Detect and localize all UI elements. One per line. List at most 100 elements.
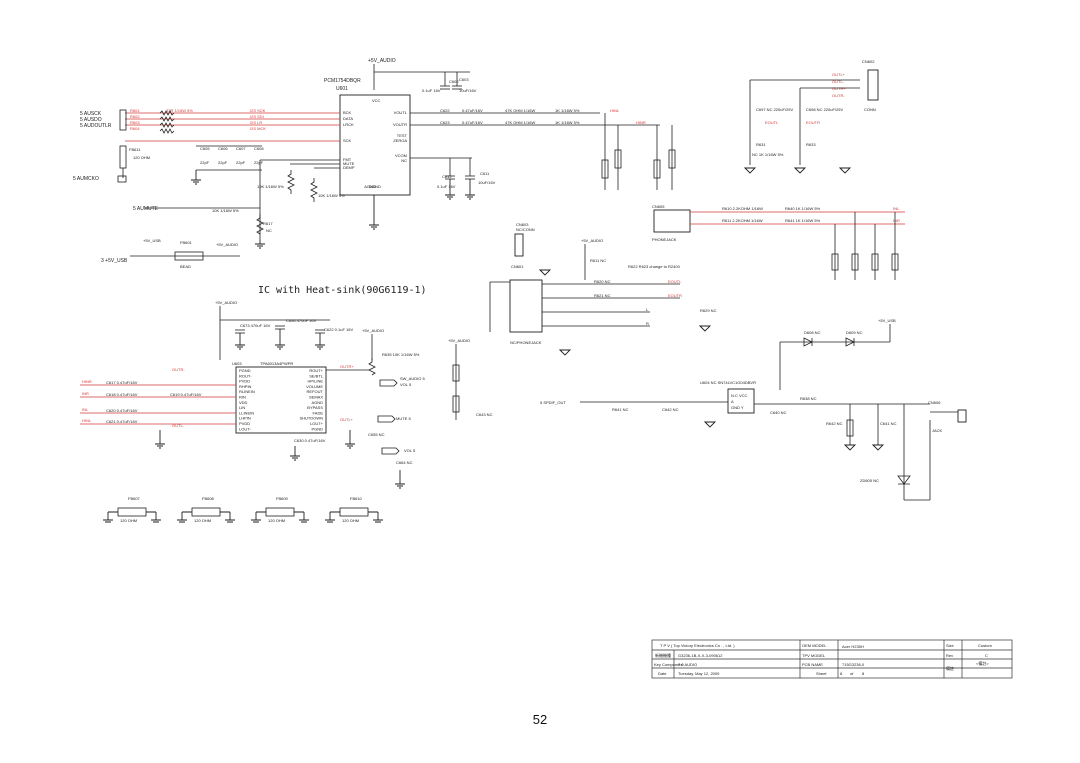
cn602-section: CN602 OUTL+OUTL-OUTR+OUTR- CONN C697 NC … (743, 59, 879, 174)
amp-r635: R635 10K 1/16W 5% (382, 352, 420, 357)
small-cap-val-c606: 22pF (218, 160, 228, 165)
dac-pin-demp: DEMP (343, 165, 355, 170)
amp-cap3: C622 0.1uF 16V (324, 327, 353, 332)
spdif-chip (727, 388, 755, 414)
amp-pin-fade-r8: FADE (313, 410, 324, 415)
ferrite-body-fb607 (117, 507, 147, 517)
input-usb: 3 +5V_USB (101, 258, 128, 264)
tb-sheet-label: Sheet (816, 671, 827, 676)
tb-pcb: 715G3236-0 (842, 662, 865, 667)
small-cap-c605: C605 (200, 146, 210, 151)
ferrite-val-fb608: 120 OHM (194, 518, 211, 523)
ferrite-ref-fb607: FB607 (128, 496, 141, 501)
amp-c655: C655 NC (368, 432, 385, 437)
amp-c630: C630 0.47uF/16V (294, 438, 326, 443)
res-series-1: R601 (130, 108, 140, 113)
zener-zd605 (897, 475, 911, 485)
usb-out-rail: +5V_AUDIO (216, 242, 238, 247)
amp-ctrl-mute: MUTE 5 (396, 416, 411, 421)
cn602-pin-1: OUTL- (832, 79, 845, 84)
spdif-r641: R641 NC (612, 407, 629, 412)
usb-filter: +5V_USB FB601 +5V_AUDIO BEAD (130, 238, 240, 269)
amp-cap-c621: C621 0.47uF/16V (106, 419, 138, 424)
amp-pin-vdd-6: VDD (239, 400, 248, 405)
cn602-net-eoutl: EOUTL (765, 120, 779, 125)
amp-net-inl: INL (82, 407, 89, 412)
amp-part: TPA6013A4PWPR (260, 361, 293, 366)
cn602-cap2: C698 NC 220uF/25V (806, 107, 843, 112)
tb-pcb-label: PCB NAME (802, 662, 823, 667)
cn603-net-r: R (646, 321, 649, 326)
dac-chip (339, 94, 411, 196)
ferrite-body-fb610 (339, 507, 369, 517)
amp-pin-volume-r3: VOLUME (306, 384, 323, 389)
amp-pin-rlinein-4: RLINEIN (239, 389, 255, 394)
spdif-ic: U604 NC SN74LVC1G04DBVR (700, 380, 756, 385)
c622-ref: C622 (440, 108, 450, 113)
cn605-ref: CN605 (652, 204, 665, 209)
amp-pin-rin-5: RIN (239, 395, 246, 400)
cn605-r2: R611 2.2KOHM 1/16W (722, 218, 763, 223)
input-aumcko: 5 AUMCKO (73, 176, 99, 182)
tb-key: 7.0 AUDIO (678, 662, 697, 667)
ferrite-ref-fb608: FB608 (202, 496, 215, 501)
amp-pin-lout--11: LOUT- (239, 426, 251, 431)
tb-sheet: 8 (840, 671, 843, 676)
amp-pin-pgnd-r11: PGND (311, 426, 323, 431)
cn601-ref: CN601 (511, 264, 524, 269)
amp-net-hinl: HINL (82, 418, 92, 423)
spdif-section: +5V_USB D608 NC D609 NC 5 SPDIF_OUT U604… (476, 318, 967, 501)
amp-net-outr-minus: OUTR- (172, 367, 185, 372)
ferrite-body-fb608 (191, 507, 221, 517)
cn602-pin-3: OUTR- (832, 93, 845, 98)
small-cap-c608: C608 (254, 146, 264, 151)
r617-val: NC (266, 228, 272, 233)
phonejack-section: CN605 PHONEJACK R610 2.2KOHM 1/16W R611 … (652, 204, 905, 280)
dac-pin-test: TEST (397, 133, 408, 138)
r607: 10K 1/16W 5% (212, 208, 239, 213)
amp-net-inr: INR (82, 391, 89, 396)
spdif-conn-label: JACK (932, 428, 943, 433)
small-cap-val-c605: 22pF (200, 160, 210, 165)
net-i2s-mck: I2S MCK (250, 126, 266, 131)
cn603-note: R622 R623 change to R2400 (628, 264, 681, 269)
spdif-r640: R642 NC (826, 421, 843, 426)
amp-chip (235, 366, 327, 434)
fb611-ref: FB611 (129, 147, 141, 152)
ferrite-wiring-fb609 (251, 511, 309, 523)
amp-right-pins: ROUT+SE/BTLHP/LINEVOLUMEREFOUTSEMAXAGNDB… (299, 368, 323, 431)
r621: 47K OHM 1/16W (505, 108, 535, 113)
amp-net-outl-minus: OUTL- (172, 423, 185, 428)
res-series-4: R604 (130, 126, 140, 131)
cn605-out-inr: INR (893, 218, 900, 223)
amp-right-rail: +5V_AUDIO (448, 338, 470, 343)
input-aumute: 5 AUMUTE (133, 206, 159, 212)
amp-ref: U603 (232, 361, 242, 366)
cn605-label: PHONEJACK (652, 237, 677, 242)
dac-pin-zeroa: ZEROA (393, 138, 407, 143)
dac-pin-sck: SCK (343, 138, 352, 143)
cn603-r629: R629 NC (700, 308, 717, 313)
net-i2s-lr: I2S LR (250, 120, 262, 125)
dac-ref: U601 (336, 86, 348, 92)
ferrite-val-fb607: 120 OHM (120, 518, 137, 523)
amp-pin-bypass-r7: BYPASS (307, 405, 323, 410)
c623-val: 0.47uF/16V (462, 120, 483, 125)
spdif-input: 5 SPDIF_OUT (540, 400, 566, 405)
tb-company: T P V ( Top Victory Electronics Co . , L… (660, 643, 735, 648)
spdif-conn: CN606 (928, 400, 941, 405)
spdif-r638: R638 NC (800, 396, 817, 401)
amp-top-rail: +5V_AUDIO (362, 328, 384, 333)
dac-cap-a-val: 0.1uF 16V (422, 88, 441, 93)
cn602-cap1: C697 NC 220uF/25V (756, 107, 793, 112)
c622-val: 0.47uF/16V (462, 108, 483, 113)
amp-pin-rout--r0: ROUT+ (309, 368, 323, 373)
dac-pin-lrck: LRCK (343, 122, 354, 127)
amp-pin-hp-line-r2: HP/LINE (307, 379, 323, 384)
spdif-pin-2: A (731, 399, 734, 404)
tb-size: Custom (978, 643, 992, 648)
cn603-ref: CN603 (516, 222, 529, 227)
dac-pin-voutl: VOUTL (394, 110, 408, 115)
cn603-r620: R620 NC (594, 279, 611, 284)
